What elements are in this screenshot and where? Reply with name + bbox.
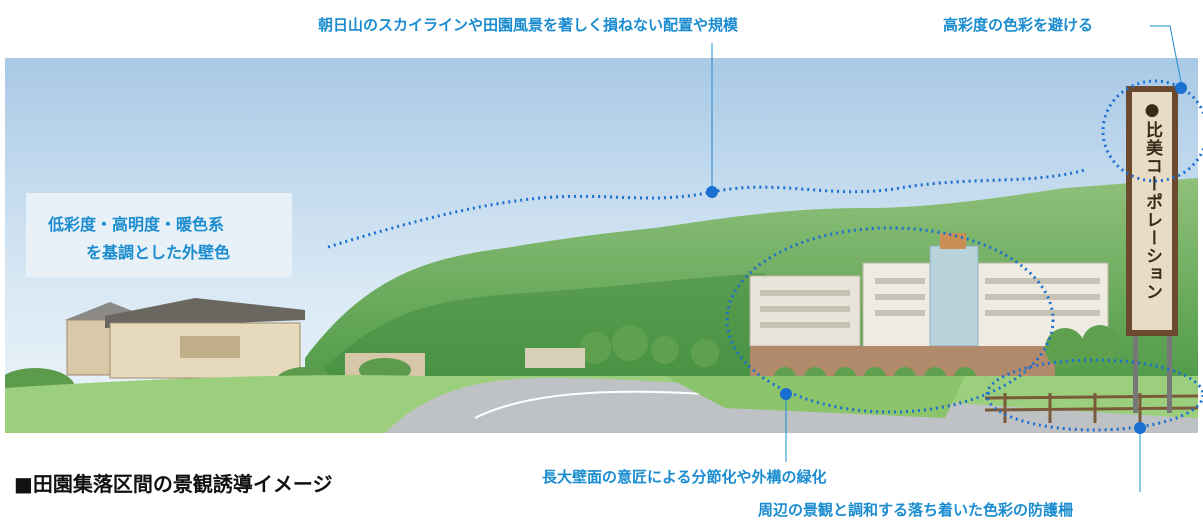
landscape-illustration: [5, 58, 1198, 433]
saturation-leader: [1150, 25, 1182, 83]
saturation-annotation: 高彩度の色彩を避ける: [943, 16, 1094, 34]
figure-caption: ■田園集落区間の景観誘導イメージ: [14, 472, 333, 496]
guard-fence: [984, 393, 1198, 423]
corporate-sign: ●比美コーポレーション: [1126, 86, 1178, 336]
sign-board: ●比美コーポレーション: [1126, 86, 1178, 336]
landscape-svg: [5, 58, 1198, 433]
fence-marker: [1134, 422, 1146, 434]
skyline-annotation: 朝日山のスカイラインや田園風景を著しく損ねない配置や規模: [318, 16, 739, 34]
skyline-marker: [706, 186, 718, 198]
sign-pole: [1167, 333, 1172, 413]
sign-pole: [1133, 333, 1138, 413]
fence-dotted-ellipse: [985, 358, 1203, 432]
wall-design-annotation: 長大壁面の意匠による分節化や外構の緑化: [542, 468, 827, 486]
wall-color-line1: 低彩度・高明度・暖色系: [48, 215, 225, 234]
building-dotted-ellipse: [725, 226, 1055, 414]
wall-color-note: 低彩度・高明度・暖色系 を基調とした外壁色: [26, 193, 292, 277]
grass-strip: [665, 376, 965, 418]
left-houses: [65, 298, 585, 392]
skyline-dotted-line: [327, 168, 1086, 249]
fence-annotation: 周辺の景観と調和する落ち着いた色彩の防護柵: [758, 501, 1074, 519]
wall-design-marker: [780, 388, 792, 400]
saturation-marker: [1175, 82, 1187, 94]
wall-color-line2: を基調とした外壁色: [86, 243, 231, 262]
road-line: [474, 390, 706, 419]
sign-text: ●比美コーポレーション: [1142, 100, 1163, 301]
sign-dotted-circle: [1101, 79, 1203, 183]
